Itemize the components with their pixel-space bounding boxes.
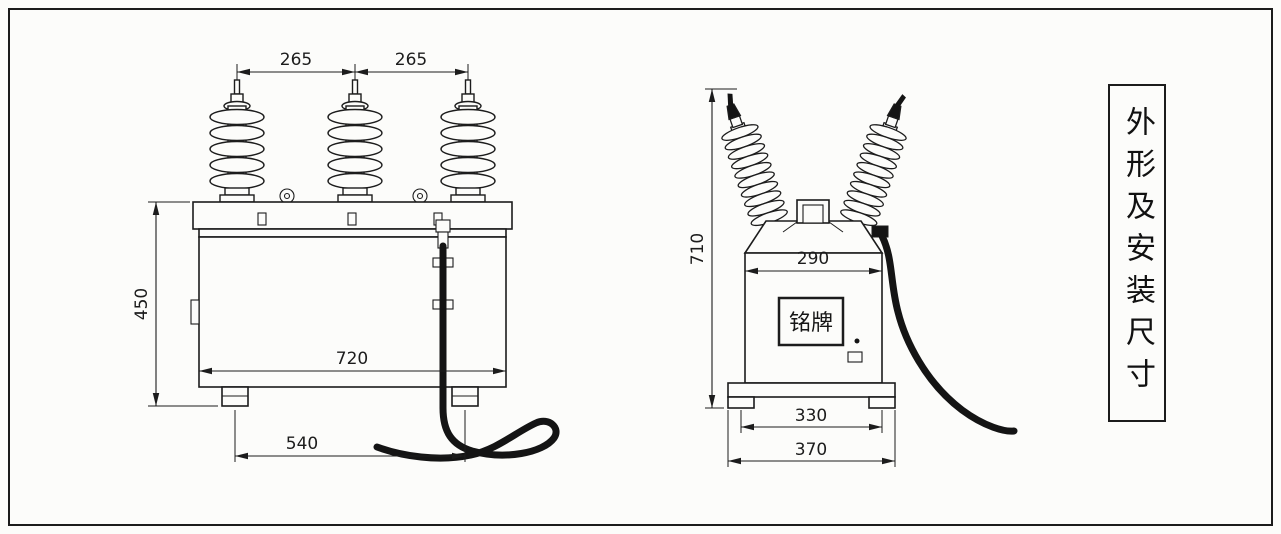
dim-label-265-left: 265: [280, 50, 312, 70]
nameplate-box: [777, 296, 845, 347]
diagram-title: 外形及安装尺寸: [1120, 106, 1155, 400]
lifting-bracket: [796, 199, 830, 224]
dim-label-330: 330: [795, 406, 827, 426]
power-cable: [878, 232, 1018, 435]
dimension-height-450: 450: [132, 201, 218, 407]
dim-label-450: 450: [132, 288, 152, 320]
dim-label-370: 370: [795, 440, 827, 460]
bushing-insulator-middle: [327, 63, 383, 203]
dimension-base-width-370: 370: [727, 410, 896, 467]
front-view: 265 265 450 720 540: [132, 50, 560, 462]
border-frame: [8, 8, 1273, 526]
side-view: 铭牌 710 290: [688, 86, 1018, 467]
terminal-box: [847, 351, 863, 363]
dimension-depth-290: 290: [745, 249, 882, 275]
dimension-bushing-spacing: 265 265: [237, 50, 468, 76]
fitting-dot: [854, 338, 860, 344]
lid-flange: [198, 228, 507, 238]
base-flange: [727, 382, 896, 398]
title-box: 外形及安装尺寸: [1108, 84, 1166, 422]
lid-bolt: [257, 212, 443, 226]
bushing-insulator-left: [209, 63, 265, 203]
mounting-foot: [727, 396, 896, 409]
dim-label-720: 720: [336, 349, 368, 369]
side-bracket: [190, 299, 200, 325]
dim-label-290: 290: [797, 249, 829, 269]
bushing-insulator-right: [440, 63, 496, 203]
dim-label-540: 540: [286, 434, 318, 454]
mounting-foot: [221, 386, 479, 407]
dim-label-265-right: 265: [395, 50, 427, 70]
dimension-height-710: 710: [688, 88, 737, 409]
nameplate-label: 铭牌: [789, 311, 833, 336]
tank-body: [198, 236, 507, 388]
dimension-foot-span-330: 330: [740, 406, 883, 433]
dimension-foot-span-540: 540: [234, 410, 466, 462]
dim-label-710: 710: [688, 233, 708, 265]
dimension-width-720: 720: [199, 349, 506, 375]
